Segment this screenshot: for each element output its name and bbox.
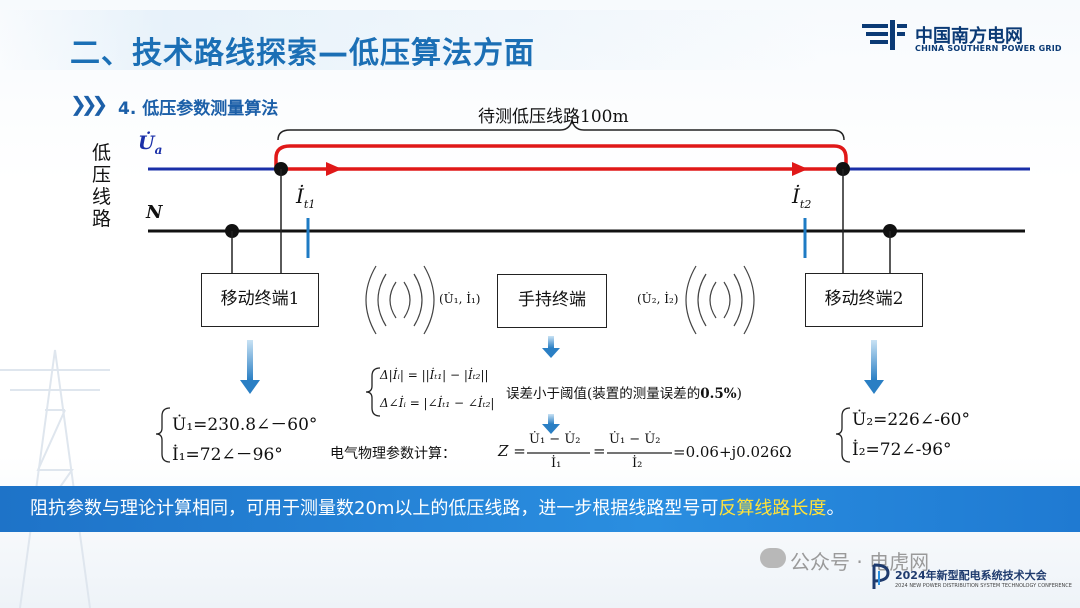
logo-text-cn: 中国南方电网 [915,26,1023,47]
arrow-down-middle [542,336,560,358]
phase-symbol: U̇ [138,132,155,154]
signal-label-1: (U̇₁, İ₁) [439,292,481,306]
conclusion-banner: 阻抗参数与理论计算相同，可用于测量数20m以上的低压线路，进一步根据线路型号可反… [0,486,1080,532]
circuit-diagram [148,119,1030,463]
right-voltage: U̇₂=226∠-60° [852,410,970,430]
calc-result: =0.06+j0.026Ω [673,443,792,461]
signal-label-2: (U̇₂, İ₂) [637,292,679,306]
neutral-label: N [146,202,163,223]
right-current: İ₂=72∠-96° [852,440,952,460]
condition-note-text: 误差小于阈值(装置的测量误差的 [506,386,701,402]
handheld-terminal-box: 手持终端 [497,274,607,328]
arrow-down-middle-2 [542,414,560,434]
condition-magnitude: Δ|İᵢ| = ||İₜ₁| − |İₜ₂|| [380,368,489,382]
current-path [274,144,848,169]
section-title: 4. 低压参数测量算法 [118,99,279,119]
banner-text: 阻抗参数与理论计算相同，可用于测量数20m以上的低压线路，进一步根据线路型号可 [30,498,719,519]
span-label: 待测低压线路100m [478,107,629,127]
current-arrow-2 [792,162,808,176]
phase-label: U̇a [138,132,162,157]
arrow-down-left [240,340,260,394]
calc-equals: = [593,442,606,460]
calc-z: Z = [498,442,526,460]
wechat-icon [760,548,786,568]
left-current: İ₁=72∠－96° [172,445,283,465]
csg-logo-icon [862,20,907,50]
calc-denominator-1: İ₁ [551,456,562,471]
mobile-terminal-2-box: 移动终端2 [805,273,923,327]
logo-text-en: CHINA SOUTHERN POWER GRID [915,44,1062,53]
section-chevron-icon: ❯❯❯ [70,92,108,116]
line-label-char: 路 [92,208,112,230]
current-symbol-2: İ [792,184,800,208]
span-brace [277,119,845,141]
calc-numerator-1: U̇₁ − U̇₂ [529,432,581,447]
calc-denominator-2: İ₂ [632,456,643,471]
title-highlight-band [0,10,820,70]
page-title: 二、技术路线探索—低压算法方面 [70,36,535,71]
current-symbol-1: İ [296,184,304,208]
line-label: 低 压 线 路 [92,142,114,230]
left-voltage: U̇₁=230.8∠－60° [172,415,318,435]
calc-numerator-2: U̇₁ − U̇₂ [609,432,661,447]
banner-end: 。 [826,498,845,519]
current-subscript-1: t1 [303,198,316,211]
arrow-down-right [864,340,884,394]
line-label-char: 线 [92,186,112,208]
current-label-1: İt1 [296,184,315,211]
condition-note: 误差小于阈值(装置的测量误差的0.5%) [506,382,742,402]
current-arrow-1 [326,162,342,176]
current-label-2: İt2 [792,184,811,211]
condition-note-value: 0.5% [700,386,737,402]
line-label-char: 压 [92,164,112,186]
calc-label: 电气物理参数计算： [330,446,456,462]
current-subscript-2: t2 [799,198,812,211]
wireless-signal-2 [685,265,755,335]
mobile-terminal-1-box: 移动终端1 [201,273,319,327]
line-label-char: 低 [92,142,112,164]
condition-angle: Δ∠İᵢ = |∠İₜ₁ − ∠İₜ₂| [380,396,495,410]
condition-note-end: ) [736,386,742,402]
conference-logo-icon [872,563,890,589]
banner-highlight: 反算线路长度 [718,498,827,519]
phase-subscript: a [154,142,163,157]
watermark-text: 公众号 · 电虎网 [790,550,930,574]
wireless-signal-1 [365,265,435,335]
conference-name-en: 2024 NEW POWER DISTRIBUTION SYSTEM TECHN… [895,583,1072,589]
conference-name: 2024年新型配电系统技术大会 [895,569,1047,582]
